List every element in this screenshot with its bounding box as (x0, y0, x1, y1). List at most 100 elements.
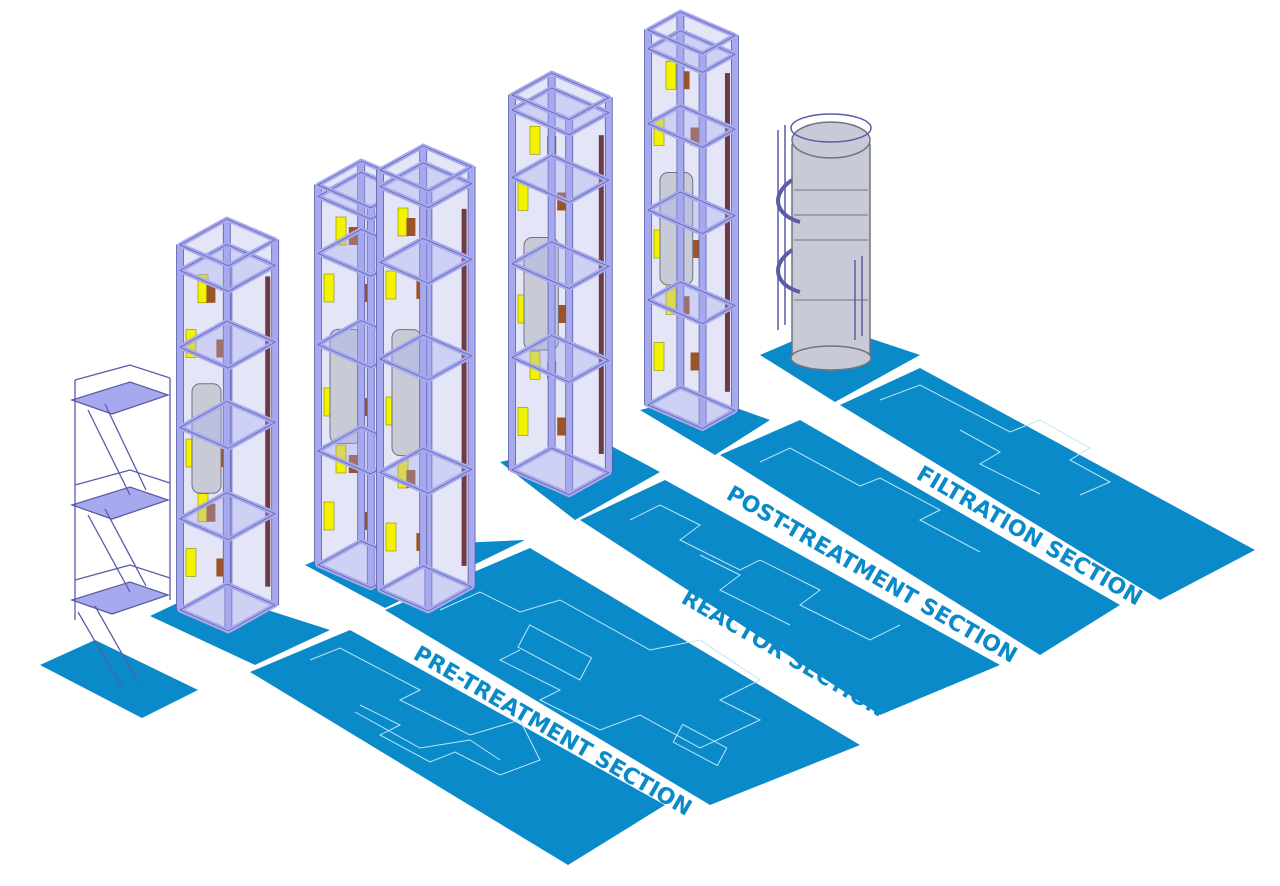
stair-flight-3-a (77, 611, 123, 689)
module-filtration (644, 9, 739, 432)
equipment-brown (206, 503, 216, 522)
pipe-yellow (517, 182, 529, 211)
floor-stair-pad (40, 640, 198, 718)
equipment-brown (680, 71, 690, 90)
equipment-brown (557, 305, 567, 323)
equipment-brown (406, 470, 416, 488)
frame-level-edge (647, 386, 736, 429)
pid-drawing-pretreatment (309, 647, 541, 776)
stair-railing-mid (74, 469, 171, 486)
vessel-top-head (791, 121, 871, 159)
stair-flight-2-b (104, 508, 147, 587)
equipment-brown (690, 127, 700, 146)
pid-drawing-reactor-box (517, 624, 593, 681)
frame-column (314, 184, 322, 566)
floor-piping-drawings (309, 384, 1112, 776)
pid-drawing-pretreatment-b (354, 711, 501, 761)
frame-column (644, 29, 652, 406)
frame-level-edge (179, 320, 276, 369)
pid-drawing-posttreatment-b (699, 554, 791, 626)
frame-level-edge (511, 447, 610, 496)
equipment-brown (690, 240, 700, 258)
stair-railing-top (74, 364, 171, 381)
frame-level-edge (379, 448, 473, 494)
pipe-yellow (665, 60, 677, 90)
frame-level-edge (379, 162, 473, 209)
pipe-yellow (529, 125, 541, 155)
frame-level-edge (647, 191, 736, 234)
equipment-brown (216, 558, 226, 577)
frame-level-edge (647, 11, 736, 54)
pid-drawing-posttreatment (629, 504, 901, 641)
pipe-yellow (517, 407, 529, 436)
floor-filtration-section (840, 368, 1255, 600)
frame-level-edge (379, 238, 473, 284)
pipe-maroon (598, 135, 604, 454)
pipe-yellow (323, 501, 335, 531)
frame-level-edge (647, 105, 736, 148)
floor-posttreatment-section (580, 480, 1000, 715)
pipe-yellow (653, 342, 665, 371)
equipment-brown (216, 339, 226, 358)
frame-column (508, 94, 516, 471)
stair-flight-1-a (87, 409, 131, 496)
module-posttreatment (508, 70, 613, 498)
module-pretreatment (176, 216, 280, 634)
module-reactor-b (376, 143, 476, 614)
stair-flight-1-b (104, 403, 147, 491)
frame-column (467, 166, 476, 588)
floor-filtration-stripe (720, 420, 1120, 655)
frame-level-edge (379, 334, 473, 381)
stair-flight-3-b (94, 605, 139, 683)
process-modules (176, 9, 739, 634)
floor-reactor-section (385, 548, 860, 805)
stair-tower (69, 364, 171, 689)
vessel-bottom-ring (790, 345, 872, 371)
frame-column (376, 169, 384, 591)
pipe-maroon (265, 276, 271, 587)
pipe-yellow (385, 522, 397, 552)
stair-flight-2-a (87, 514, 131, 593)
vessel-body (791, 139, 871, 359)
frame-level-edge (179, 401, 276, 449)
stair-railing-low (74, 564, 171, 581)
frame-column (731, 35, 739, 411)
frame-level-edge (379, 145, 473, 192)
frame-level-edge (511, 72, 610, 121)
pipe-maroon (461, 208, 467, 566)
frame-level-edge (179, 583, 276, 632)
pipe-yellow (185, 548, 197, 577)
stair-landing-mid (69, 486, 171, 520)
frame-level-edge (511, 155, 610, 203)
equipment-brown (690, 352, 700, 371)
equipment-brown (206, 284, 216, 303)
frame-column (698, 53, 707, 429)
pipe-yellow (323, 273, 335, 303)
filtration-vessel (776, 113, 872, 371)
pipe-maroon (724, 73, 730, 392)
equipment-brown (406, 218, 416, 236)
frame-level-edge (511, 87, 610, 136)
pid-drawing-filtration-b (959, 429, 1041, 495)
stair-landing-low (69, 581, 171, 615)
frame-level-edge (179, 218, 276, 267)
pipe-yellow (335, 216, 347, 246)
pipe-yellow (385, 270, 397, 300)
frame-level-edge (179, 492, 276, 541)
floor-pretreatment-section (250, 630, 665, 865)
frame-level-edge (647, 281, 736, 324)
equipment-brown (680, 296, 690, 315)
pid-drawing-filtration-stripe (759, 447, 981, 553)
frame-level-edge (379, 565, 473, 612)
frame-column (604, 97, 613, 474)
pid-drawing-filtration (879, 384, 1112, 496)
pid-drawing-reactor (439, 591, 762, 749)
pid-drawing-reactor-box2 (672, 723, 728, 767)
frame-level-edge (511, 335, 610, 383)
frame-level-edge (179, 244, 276, 292)
vessel-top-railing (790, 113, 872, 143)
equipment-brown (557, 417, 567, 436)
stair-landing-top (69, 381, 171, 415)
frame-level-edge (511, 241, 610, 289)
